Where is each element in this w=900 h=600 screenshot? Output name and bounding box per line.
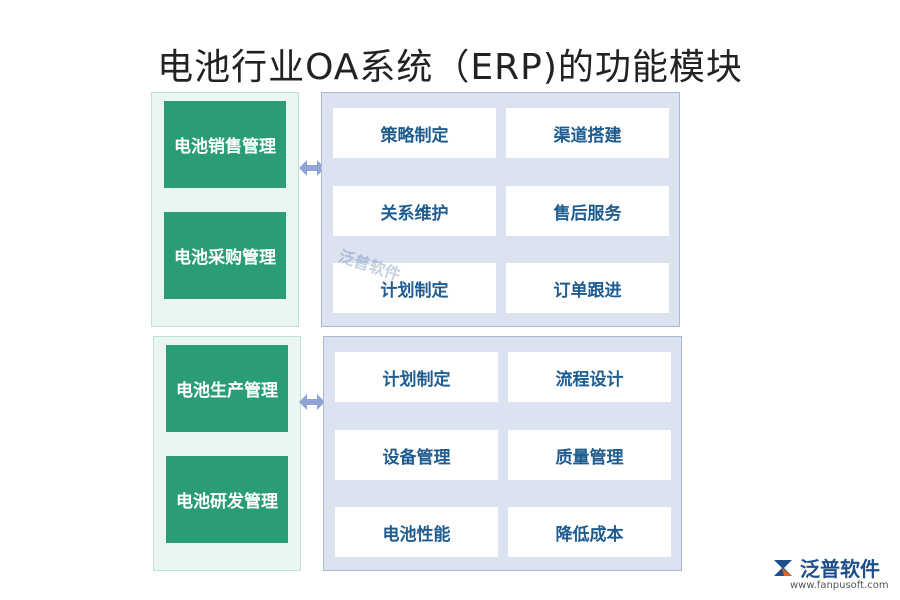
fanpu-logo-icon [774, 559, 792, 576]
logo-url: www.fanpusoft.com [790, 580, 889, 591]
function-cell: 渠道搭建 [506, 108, 669, 158]
function-cell: 设备管理 [335, 430, 498, 480]
function-cell: 计划制定 [333, 263, 496, 313]
function-cell: 降低成本 [508, 507, 671, 557]
function-cell: 订单跟进 [506, 263, 669, 313]
function-cell: 售后服务 [506, 186, 669, 236]
function-cell: 流程设计 [508, 352, 671, 402]
function-cell: 质量管理 [508, 430, 671, 480]
brand-logo: 泛普软件 [770, 553, 880, 582]
function-cell: 关系维护 [333, 186, 496, 236]
double-arrow-icon [299, 394, 325, 410]
double-arrow-icon [299, 160, 325, 176]
module-box: 电池生产管理 [166, 345, 288, 432]
module-box: 电池研发管理 [166, 456, 288, 543]
function-cell: 策略制定 [333, 108, 496, 158]
module-box: 电池销售管理 [164, 101, 286, 188]
logo-name: 泛普软件 [800, 557, 880, 581]
function-cell: 电池性能 [335, 507, 498, 557]
function-cell: 计划制定 [335, 352, 498, 402]
page-title: 电池行业OA系统（ERP)的功能模块 [157, 47, 743, 88]
module-box: 电池采购管理 [164, 212, 286, 299]
